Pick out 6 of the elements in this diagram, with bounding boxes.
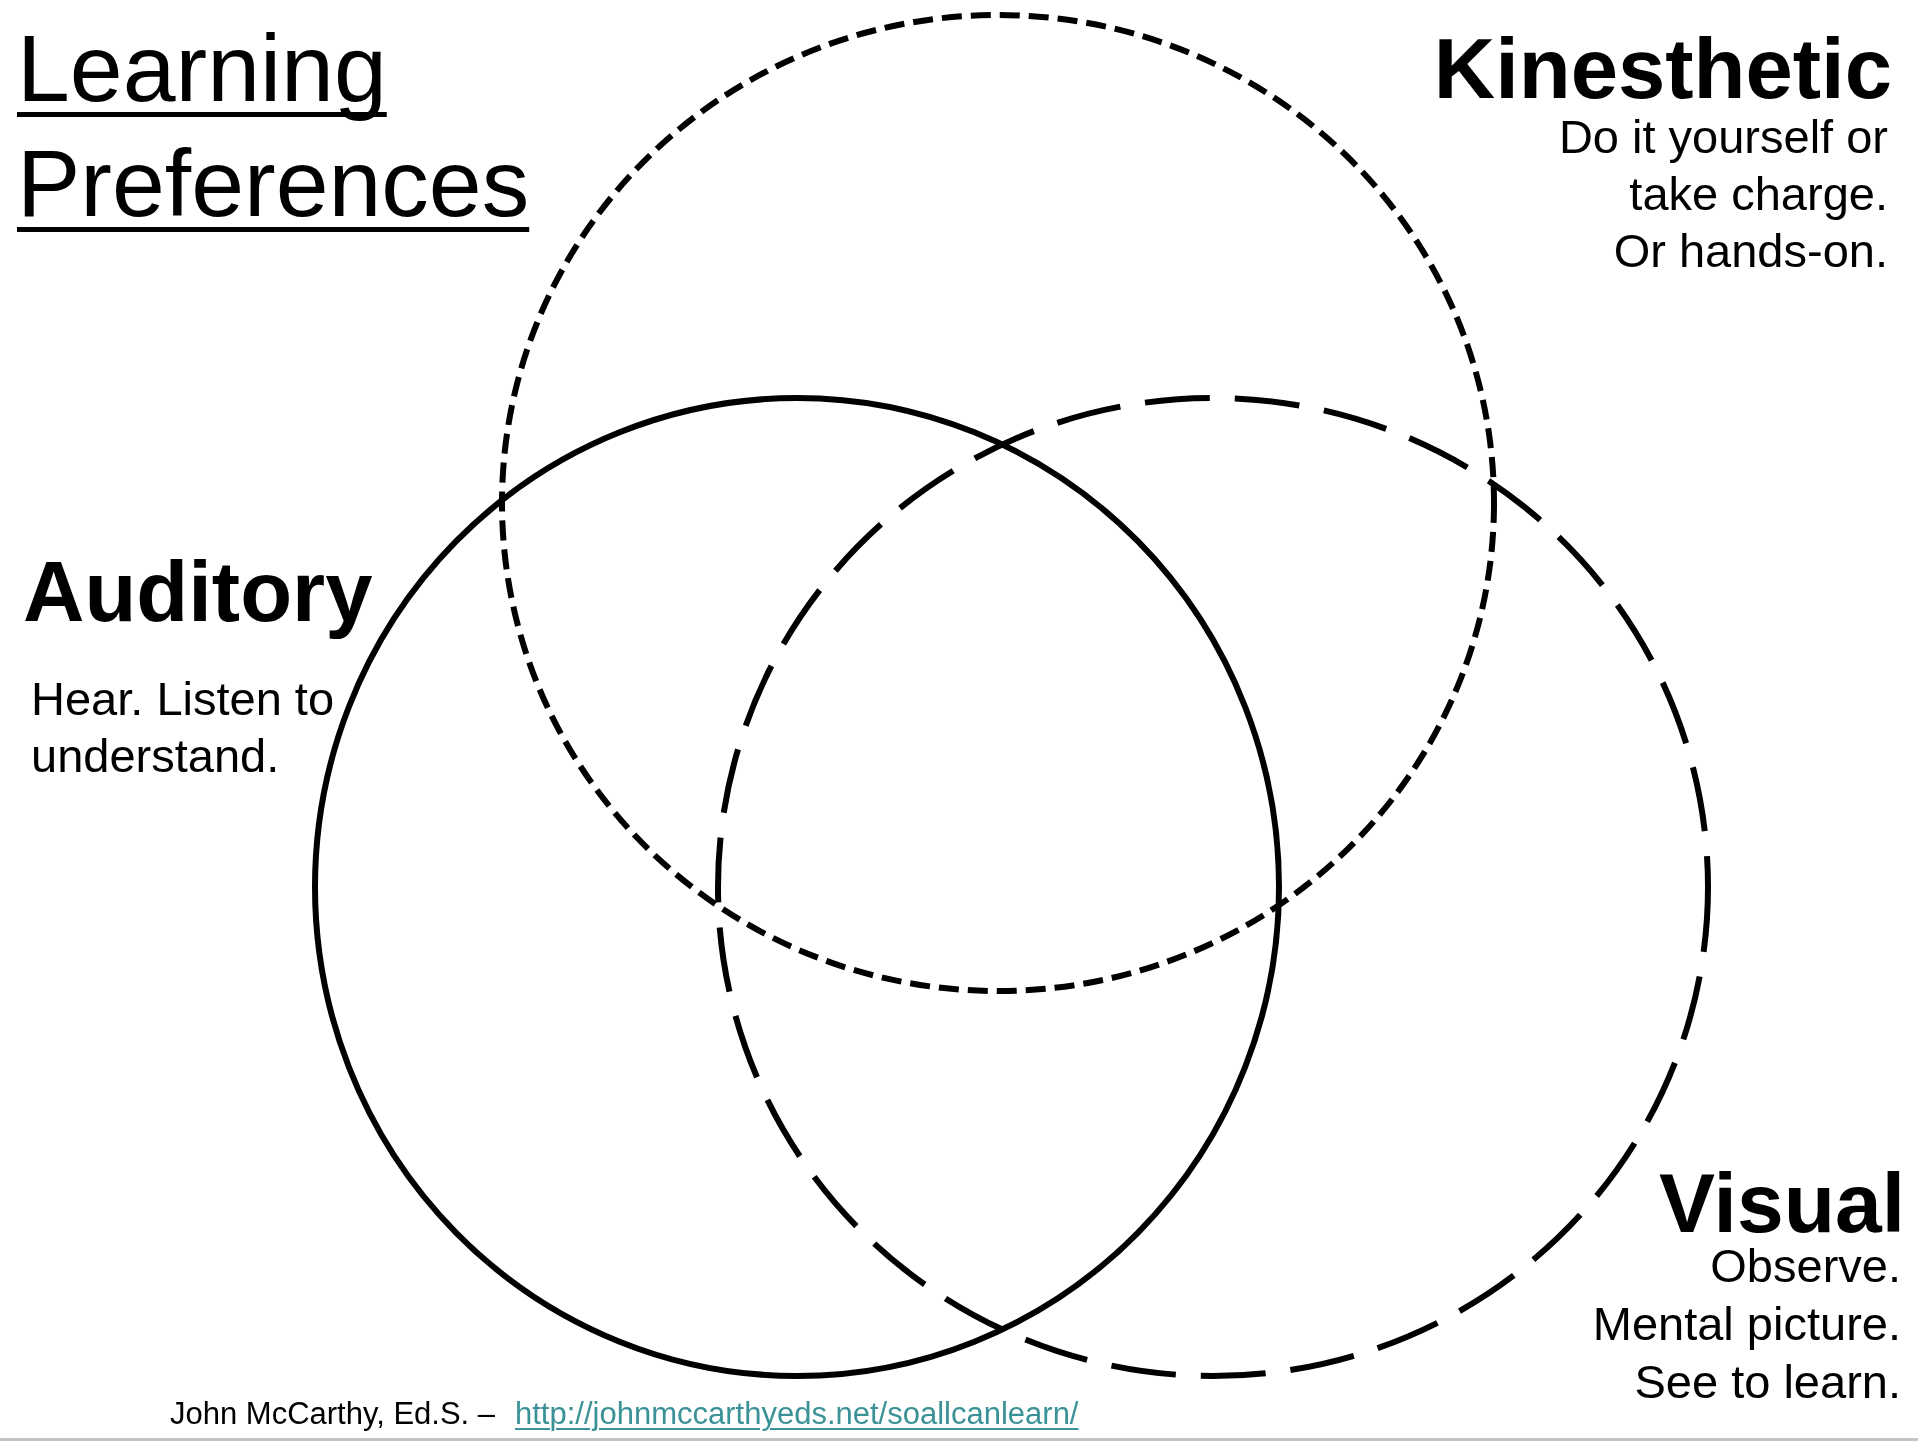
set-heading: Auditory [23, 543, 373, 641]
author-credit: John McCarthy, Ed.S. – [170, 1396, 496, 1432]
title: Learning Preferences [17, 14, 530, 238]
website-link: http://johnmccarthyeds.net/soallcanlearn/ [515, 1396, 1079, 1432]
set-description: Observe. Mental picture. See to learn. [1592, 1238, 1901, 1410]
set-description: Hear. Listen to understand. [31, 671, 335, 784]
